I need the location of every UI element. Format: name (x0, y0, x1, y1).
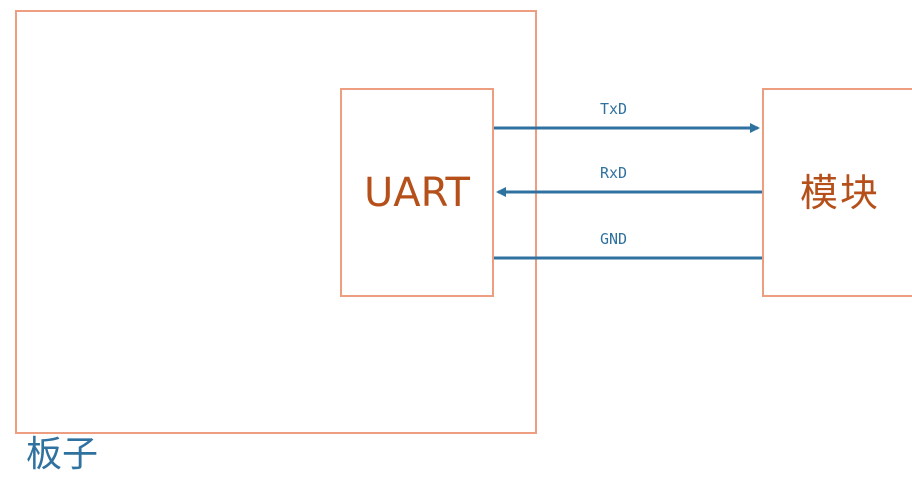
module-label: 模块 (800, 170, 881, 215)
board-label: 板子 (26, 434, 99, 475)
gnd-label: GND (600, 230, 627, 248)
uart-label: UART (364, 169, 470, 216)
module-box: 模块 (762, 88, 912, 297)
board-box (15, 10, 537, 434)
rxd-label: RxD (600, 164, 627, 182)
txd-label: TxD (600, 100, 627, 118)
uart-box: UART (340, 88, 494, 297)
